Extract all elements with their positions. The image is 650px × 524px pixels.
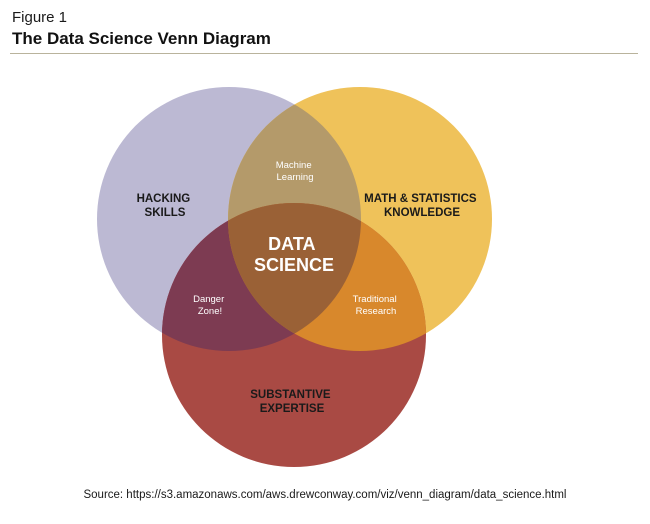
traditional-research-label: Traditional Research — [353, 294, 400, 317]
machine-learning-label: Machine Learning — [276, 160, 315, 183]
substantive-expertise-label: SUBSTANTIVE EXPERTISE — [250, 389, 334, 415]
hacking-skills-label: HACKING SKILLS — [137, 193, 194, 219]
source-citation: Source: https://s3.amazonaws.com/aws.dre… — [83, 489, 567, 501]
danger-zone-label: Danger Zone! — [193, 294, 227, 317]
title-divider — [10, 53, 638, 54]
figure-label: Figure 1 — [12, 9, 68, 26]
math-statistics-label: MATH & STATISTICS KNOWLEDGE — [364, 193, 480, 219]
figure-title: The Data Science Venn Diagram — [12, 29, 271, 48]
data-science-label: DATA SCIENCE — [254, 234, 334, 275]
